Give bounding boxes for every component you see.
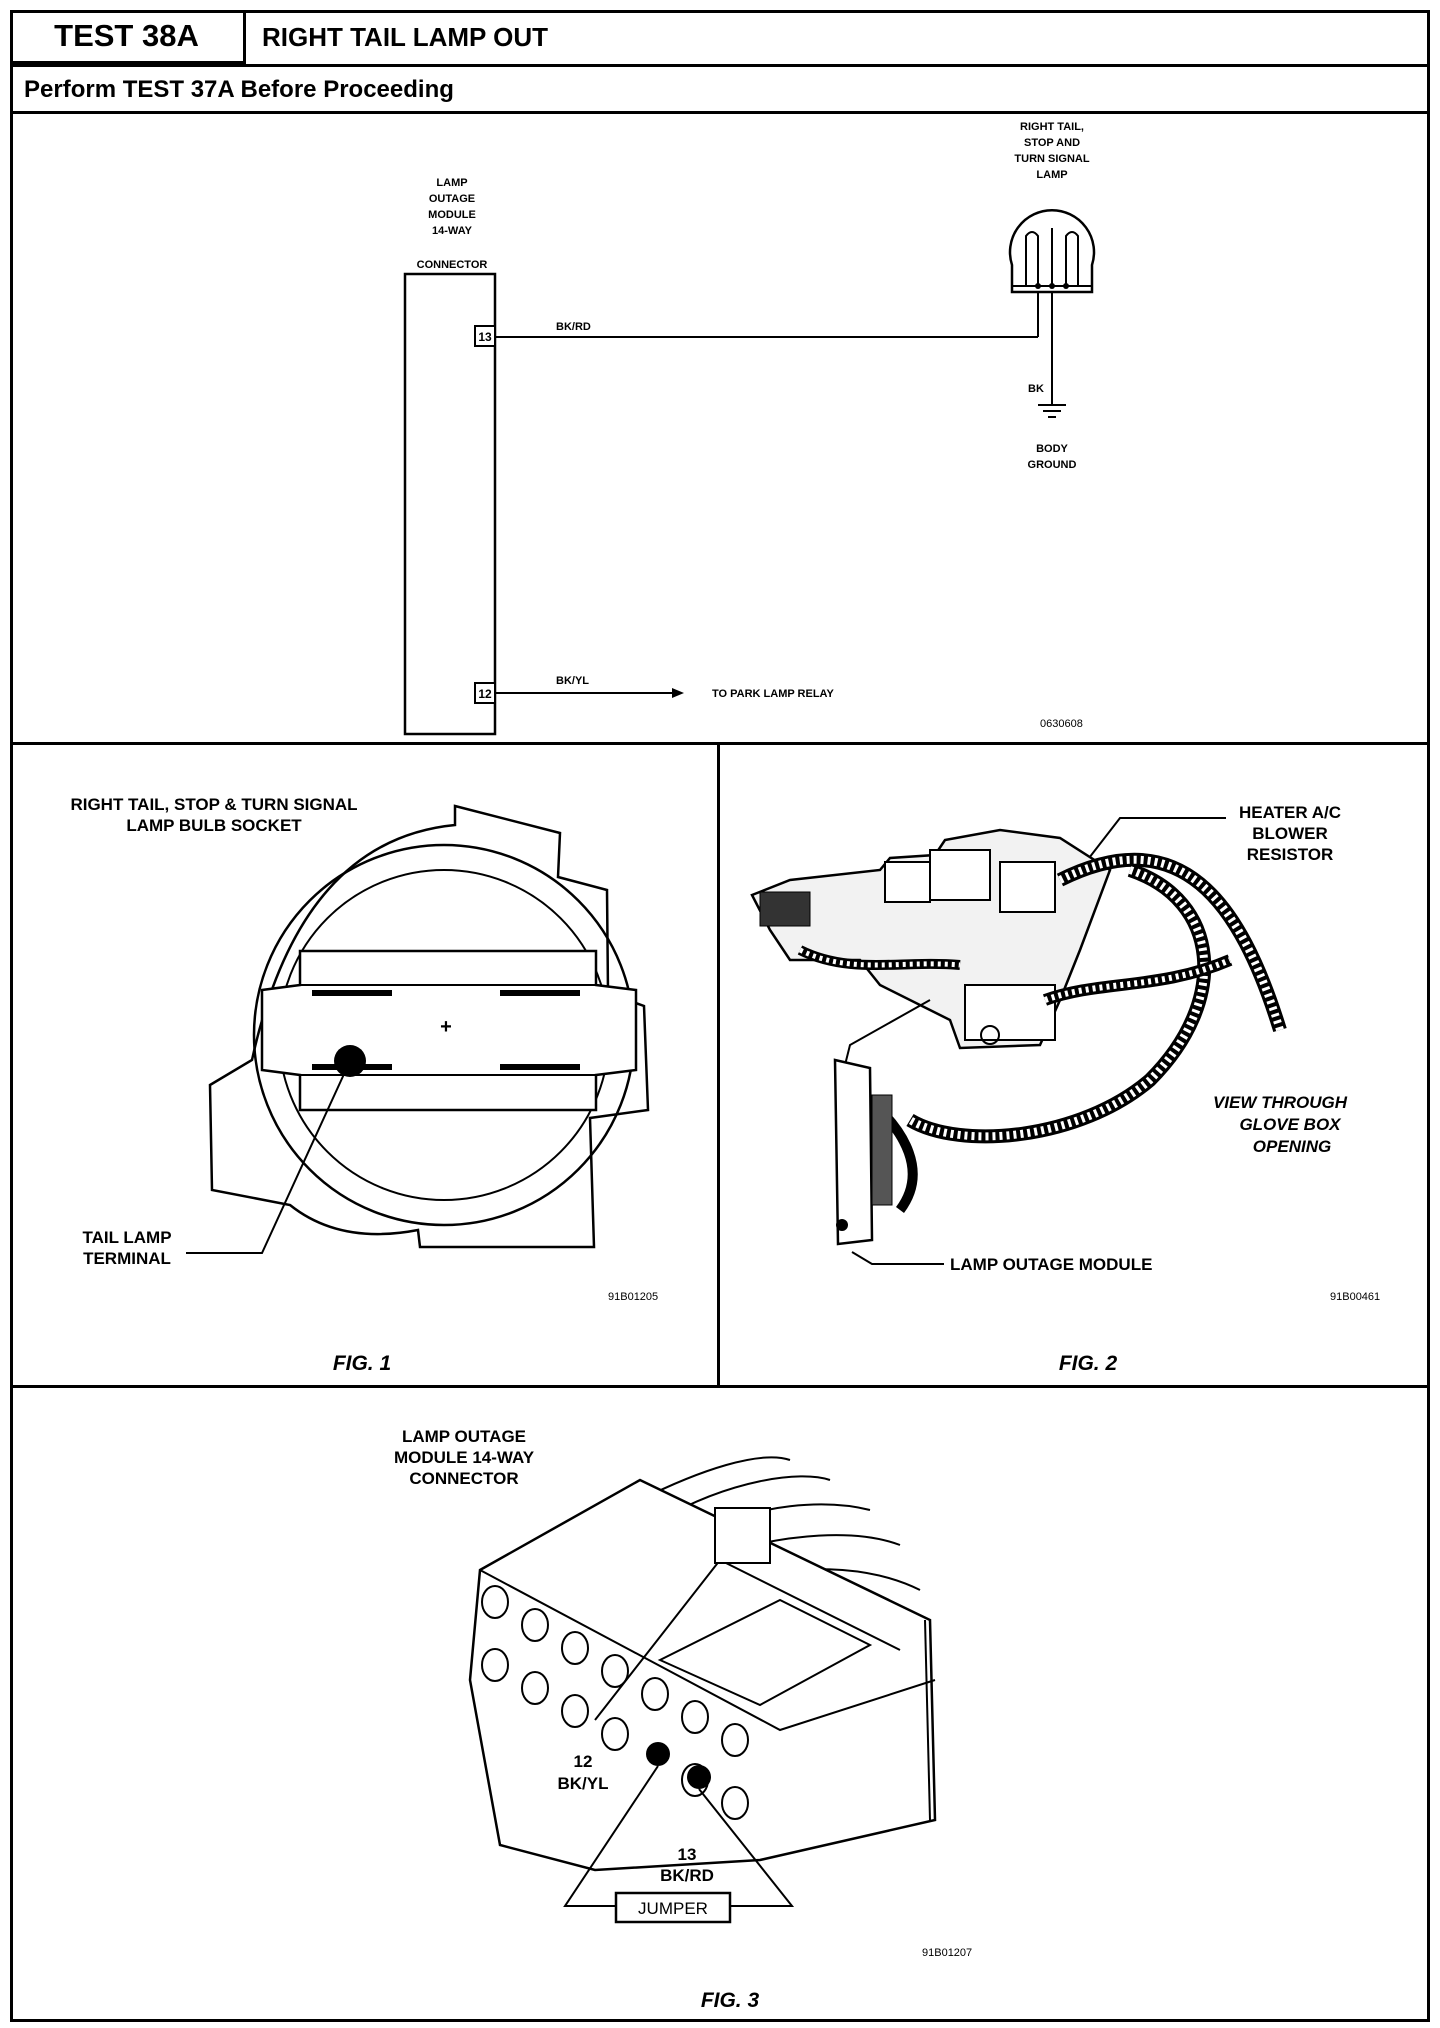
lamp-label-2: TURN SIGNAL — [1014, 153, 1089, 165]
contact-br — [500, 1064, 580, 1070]
fig1-caption: FIG. 1 — [333, 1352, 391, 1375]
fig-divider — [717, 742, 720, 1385]
view-label-0: VIEW THROUGH — [1213, 1093, 1348, 1112]
view-label-1: GLOVE BOX — [1239, 1115, 1342, 1134]
fig3-title-0: LAMP OUTAGE — [402, 1427, 526, 1446]
harness-2-texture — [907, 866, 1209, 1141]
resistor-label-1: BLOWER — [1252, 824, 1328, 843]
fig2-caption: FIG. 2 — [1059, 1352, 1118, 1375]
module-tether — [844, 999, 931, 1066]
lamp-outage-module — [833, 1058, 874, 1246]
connector-lock-tab — [657, 1598, 873, 1707]
resistor-label-2: RESISTOR — [1247, 845, 1334, 864]
terminal-leader — [186, 1060, 351, 1254]
header-divider — [10, 64, 1430, 67]
lamp-node-3 — [1063, 283, 1069, 289]
fig1-ref: 91B01205 — [608, 1291, 658, 1303]
jumper-lead-13 — [698, 1788, 795, 1907]
wire-13-label: BK/RD — [556, 321, 591, 333]
lamp-label-1: STOP AND — [1024, 137, 1080, 149]
module-label-0: LAMP — [436, 177, 467, 189]
cavities-top-row — [481, 1585, 749, 1757]
prerequisite-note: Perform TEST 37A Before Proceeding — [24, 76, 454, 103]
fig3-caption: FIG. 3 — [701, 1989, 760, 2012]
page-frame — [10, 10, 1430, 2022]
pin12-number: 12 — [574, 1752, 593, 1771]
contact-tl — [312, 990, 392, 996]
pin13-number: 13 — [678, 1845, 697, 1864]
module-label-2: MODULE — [428, 209, 476, 221]
module-label: LAMP OUTAGE MODULE — [950, 1255, 1152, 1274]
schematic-divider — [10, 742, 1430, 745]
jumper-lead-12 — [563, 1765, 659, 1907]
connector-latch — [714, 1507, 771, 1564]
ground-wire-label: BK — [1028, 383, 1044, 395]
harness-4-texture — [798, 947, 961, 968]
fig2-ref: 91B00461 — [1330, 1291, 1380, 1303]
blower-housing — [964, 984, 1056, 1041]
harness-1-texture — [1058, 855, 1284, 1032]
jumper-label: JUMPER — [638, 1899, 708, 1918]
pin-13-label: 13 — [478, 330, 492, 344]
ground-label-0: BODY — [1036, 443, 1068, 455]
connector-ridge — [479, 1569, 936, 1732]
fig3-title-2: CONNECTOR — [409, 1469, 518, 1488]
housing-fastener — [980, 1025, 1000, 1045]
blower-resistor — [999, 861, 1056, 913]
hvac-part-2 — [884, 861, 931, 903]
hvac-part-3 — [929, 849, 991, 901]
terminal-label-1: TERMINAL — [83, 1249, 171, 1268]
fig3-divider — [10, 1385, 1430, 1388]
pin12-wire: BK/YL — [558, 1774, 609, 1793]
module-label-1: OUTAGE — [429, 193, 475, 205]
schematic-ref: 0630608 — [1040, 718, 1083, 730]
resistor-label-0: HEATER A/C — [1239, 803, 1341, 822]
fig1-title-0: RIGHT TAIL, STOP & TURN SIGNAL — [70, 795, 357, 814]
test-title: RIGHT TAIL LAMP OUT — [262, 22, 548, 52]
module-connector — [871, 1094, 893, 1206]
lamp-node-1 — [1035, 283, 1041, 289]
module-label-4: CONNECTOR — [417, 259, 488, 271]
module-label-3: 14-WAY — [432, 225, 473, 237]
test-id: TEST 38A — [10, 10, 246, 64]
contact-tr — [500, 990, 580, 996]
module-box — [403, 272, 497, 736]
fig1-title-1: LAMP BULB SOCKET — [126, 816, 302, 835]
harness-3-texture — [1043, 957, 1232, 1003]
plus-sign: + — [440, 1016, 452, 1038]
ground-label-1: GROUND — [1028, 459, 1077, 471]
terminal-label-0: TAIL LAMP — [82, 1228, 171, 1247]
relay-label: TO PARK LAMP RELAY — [712, 688, 834, 700]
pin-13-probe — [687, 1765, 711, 1789]
wire-12-label: BK/YL — [556, 675, 589, 687]
filament-2 — [1065, 231, 1079, 286]
lamp-label-3: LAMP — [1036, 169, 1067, 181]
pin-12-probe — [646, 1742, 670, 1766]
fig3-ref: 91B01207 — [922, 1947, 972, 1959]
jumper-box — [614, 1891, 732, 1924]
relay-arrow — [672, 688, 684, 698]
view-label-2: OPENING — [1253, 1137, 1331, 1156]
lamp-node-2 — [1049, 283, 1055, 289]
subheader-divider — [10, 111, 1430, 114]
filament-1 — [1025, 231, 1039, 286]
pin-12-label: 12 — [478, 687, 492, 701]
fig3-title-1: MODULE 14-WAY — [394, 1448, 535, 1467]
module-fastener — [836, 1219, 848, 1231]
pin13-wire: BK/RD — [660, 1866, 714, 1885]
cavities-bottom-row — [481, 1648, 749, 1820]
lamp-label-0: RIGHT TAIL, — [1020, 121, 1084, 133]
module-leader — [851, 1251, 944, 1265]
hvac-part-1 — [759, 891, 811, 927]
connector-side — [924, 1619, 931, 1821]
